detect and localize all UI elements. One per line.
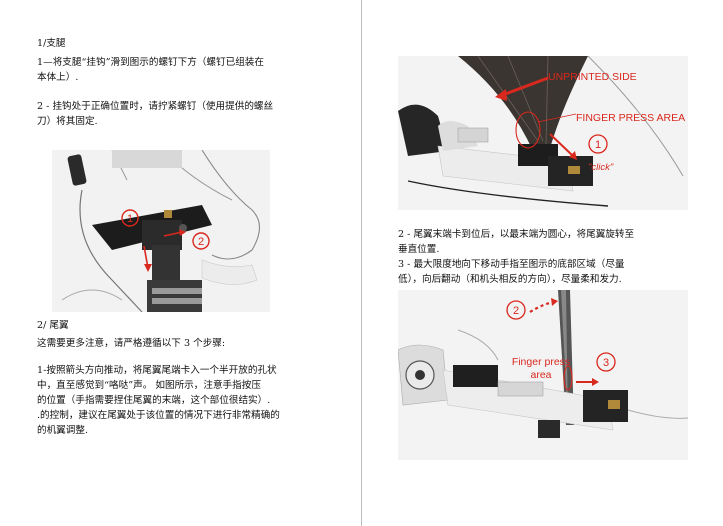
- leg-step1-line1: 1—将支腿“挂钩”滑到图示的螺钉下方（螺钉已组装在: [37, 57, 264, 68]
- tail-stepa-line2: 中，直至感觉到“咯哒”声。 如图所示，注意手指按压: [37, 380, 261, 391]
- leg-mount-figure: 1 2: [52, 150, 270, 312]
- tail-stepa-line4: .的控制，建议在尾翼处于该位置的情况下进行非常精确的: [37, 410, 280, 421]
- tail-step3-line2: 低），向后翻动（和机头相反的方向），尽量柔和发力.: [398, 274, 622, 285]
- leg-step2-line1: 2 - 挂钩处于正确位置时，请拧紧螺钉（使用提供的螺丝: [37, 101, 274, 112]
- tail-caution: 这需要更多注意，请严格遵循以下 3 个步骤:: [37, 338, 226, 349]
- label-unprinted-side: UNPRINTED SIDE: [548, 71, 637, 83]
- page-gutter: [361, 0, 362, 526]
- finger-press-label-line2: area: [530, 369, 551, 381]
- label-finger-press-area: FINGER PRESS AREA: [576, 112, 685, 124]
- tail-insert-illustration: UNPRINTED SIDE FINGER PRESS AREA 1 "clic…: [398, 56, 688, 210]
- leg-step1-line2: 本体上）.: [37, 72, 79, 83]
- leg-marker-2: 2: [198, 236, 204, 248]
- rotate-marker-3: 3: [603, 357, 609, 369]
- section-title-tail: 2/ 尾翼: [37, 320, 69, 331]
- tail-stepa-line1: 1-按照箭头方向推动，将尾翼尾端卡入一个半开放的孔状: [37, 365, 277, 376]
- leg-marker-1: 1: [127, 213, 133, 225]
- leg-step2-line2: 刀）将其固定.: [37, 116, 98, 127]
- label-click: "click": [588, 162, 614, 173]
- tail-rotate-illustration: 2 Finger press area 3: [398, 290, 688, 460]
- tail-step2-line2: 垂直位置.: [398, 244, 440, 255]
- tail-rotate-figure: 2 Finger press area 3: [398, 290, 688, 460]
- left-page: 1/支腿 1—将支腿“挂钩”滑到图示的螺钉下方（螺钉已组装在 本体上）. 2 -…: [0, 0, 361, 526]
- section-title-legs: 1/支腿: [37, 38, 66, 49]
- tail-step2-line1: 2 - 尾翼末端卡到位后，以最末端为圆心，将尾翼旋转至: [398, 229, 635, 240]
- tail-insert-figure: UNPRINTED SIDE FINGER PRESS AREA 1 "clic…: [398, 56, 688, 210]
- leg-mount-illustration: 1 2: [52, 150, 270, 312]
- rotate-marker-2: 2: [513, 305, 519, 317]
- tail-stepa-line3: 的位置（手指需要捏住尾翼的末端，这个部位很结实）.: [37, 395, 271, 406]
- tail-step3-line1: 3 - 最大限度地向下移动手指至图示的底部区域（尽量: [398, 259, 625, 270]
- tail-stepa-line5: 的机翼调整.: [37, 425, 89, 436]
- finger-press-label-line1: Finger press: [512, 356, 570, 368]
- right-page: UNPRINTED SIDE FINGER PRESS AREA 1 "clic…: [362, 0, 723, 526]
- tail-marker-1: 1: [595, 139, 601, 151]
